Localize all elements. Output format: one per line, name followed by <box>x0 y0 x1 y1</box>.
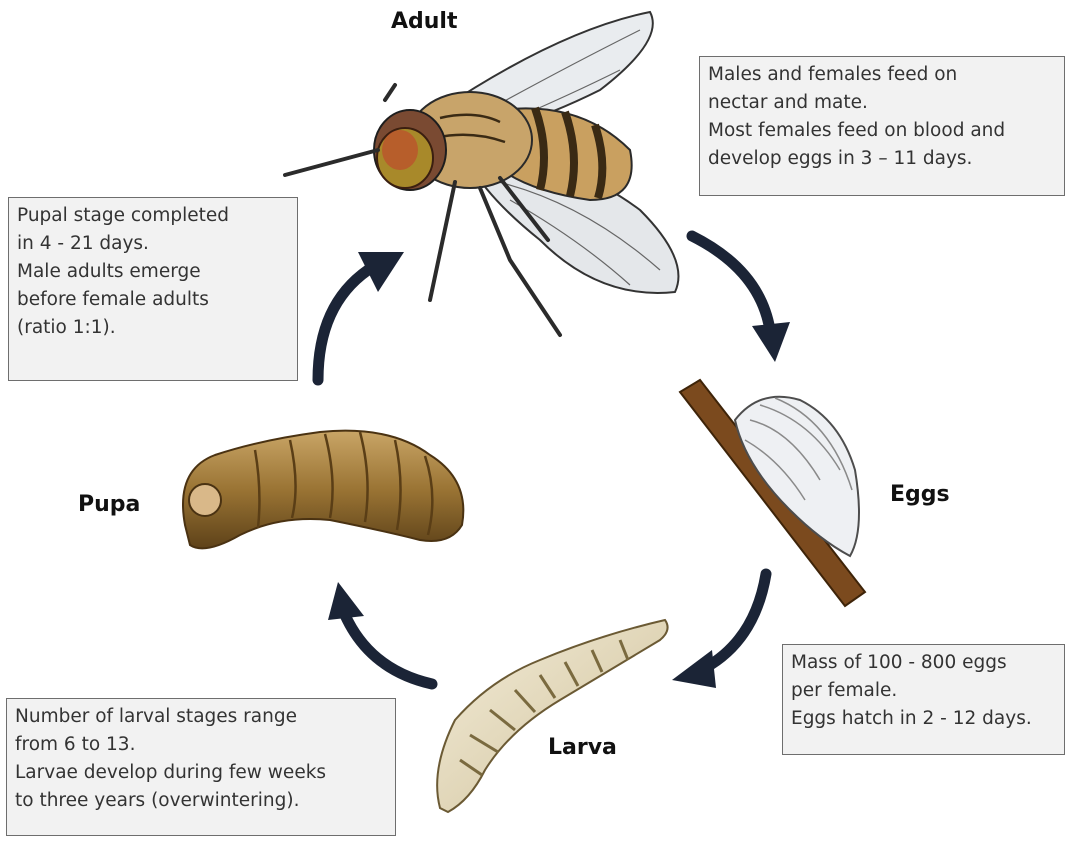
adult-note-line: Most females feed on blood and <box>708 117 1056 145</box>
cycle-arrow-adult-to-eggs <box>692 236 790 362</box>
larva-note-line: Larvae develop during few weeks <box>15 759 387 787</box>
pupa-note-box: Pupal stage completed in 4 - 21 days. Ma… <box>8 197 298 381</box>
larva-note-line: from 6 to 13. <box>15 731 387 759</box>
stage-label-pupa: Pupa <box>78 492 140 517</box>
stage-label-adult: Adult <box>391 9 458 34</box>
eggs-note-line: Mass of 100 - 800 eggs <box>791 649 1056 677</box>
cycle-arrow-pupa-to-adult <box>318 252 404 380</box>
pupa-image <box>183 431 463 549</box>
eggs-image <box>680 380 865 606</box>
eggs-note-line: Eggs hatch in 2 - 12 days. <box>791 705 1056 733</box>
adult-note-line: nectar and mate. <box>708 89 1056 117</box>
larva-note-box: Number of larval stages range from 6 to … <box>6 698 396 836</box>
larva-image <box>437 620 667 812</box>
cycle-arrow-eggs-to-larva <box>672 574 766 688</box>
larva-note-line: to three years (overwintering). <box>15 787 387 815</box>
pupa-note-line: Pupal stage completed <box>17 202 289 230</box>
pupa-note-line: (ratio 1:1). <box>17 314 289 342</box>
cycle-arrow-larva-to-pupa <box>328 582 432 684</box>
adult-note-box: Males and females feed on nectar and mat… <box>699 56 1065 196</box>
adult-note-line: Males and females feed on <box>708 61 1056 89</box>
eggs-note-line: per female. <box>791 677 1056 705</box>
pupa-note-line: in 4 - 21 days. <box>17 230 289 258</box>
stage-label-eggs: Eggs <box>890 482 950 507</box>
adult-note-line: develop eggs in 3 – 11 days. <box>708 145 1056 173</box>
pupa-note-line: before female adults <box>17 286 289 314</box>
eggs-note-box: Mass of 100 - 800 eggs per female. Eggs … <box>782 644 1065 755</box>
larva-note-line: Number of larval stages range <box>15 703 387 731</box>
pupa-note-line: Male adults emerge <box>17 258 289 286</box>
stage-label-larva: Larva <box>548 735 617 760</box>
